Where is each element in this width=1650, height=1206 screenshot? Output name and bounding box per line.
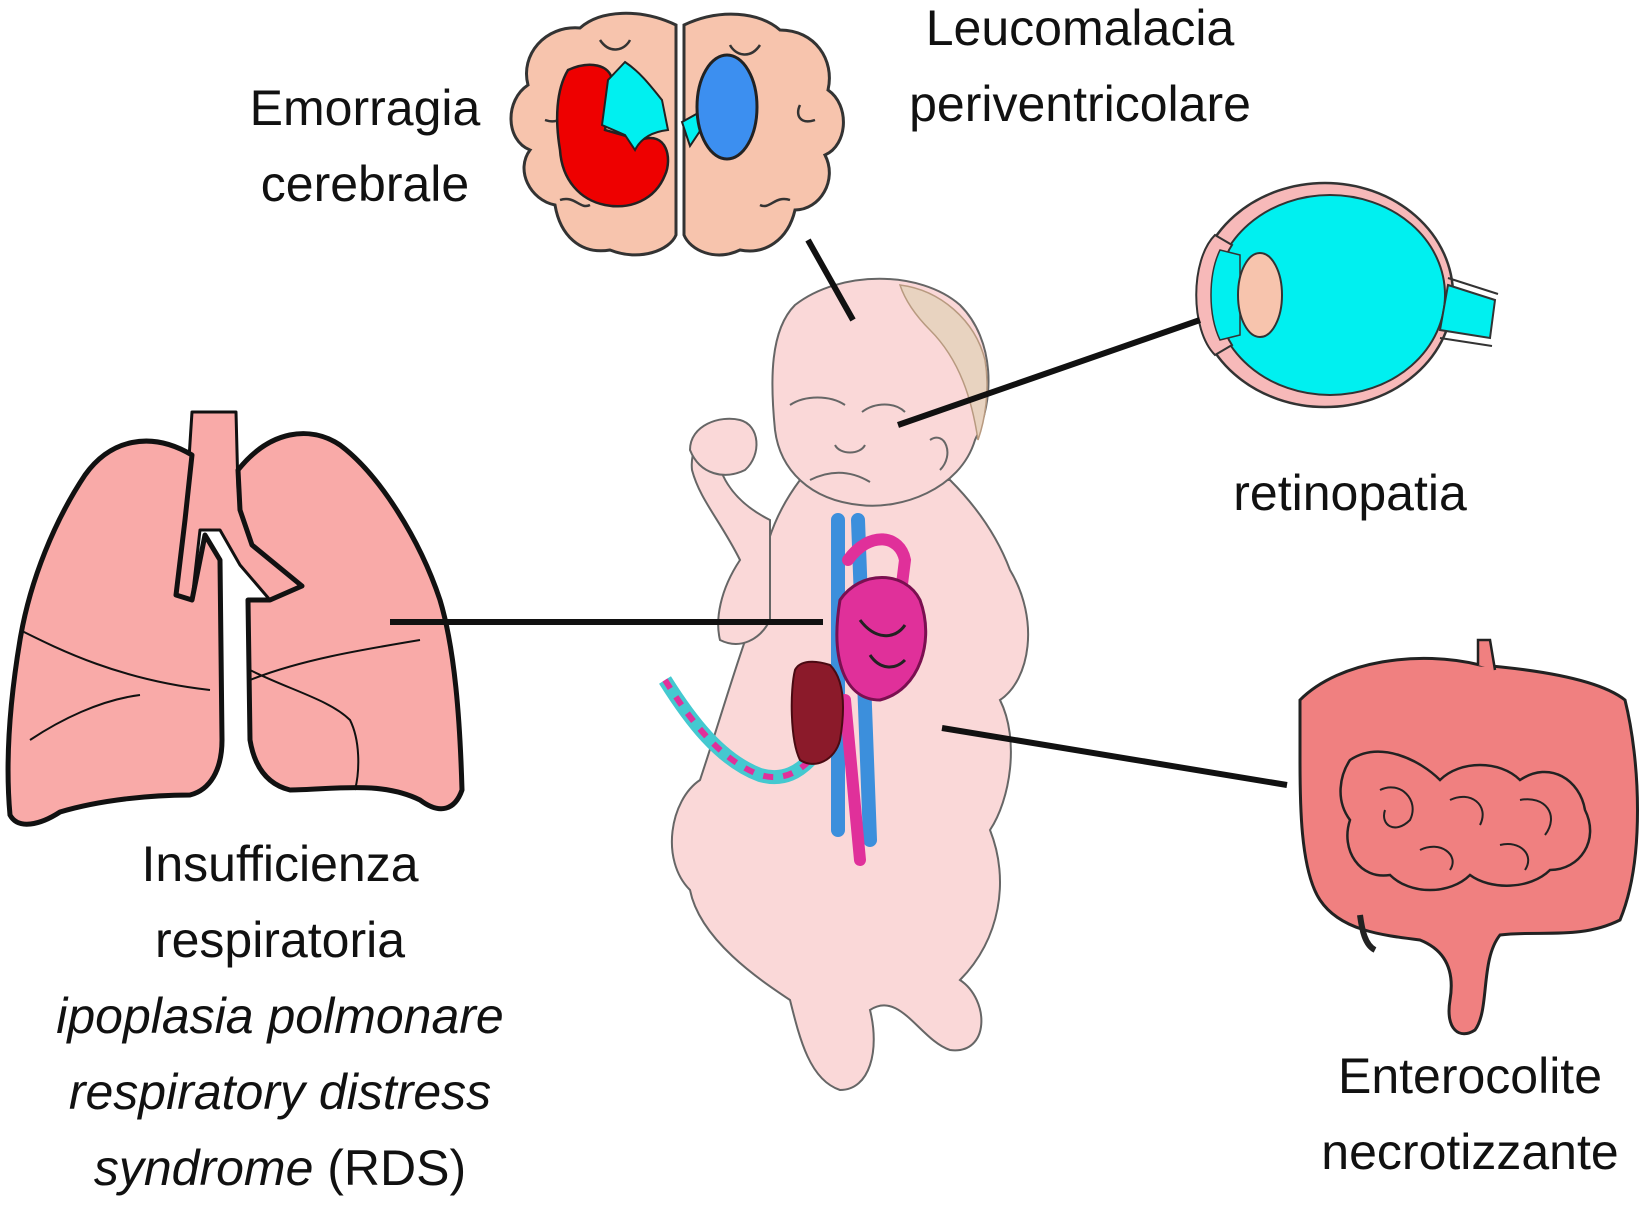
insufficienza-line3: ipoplasia polmonare bbox=[0, 978, 560, 1054]
insufficienza-line2: respiratoria bbox=[0, 902, 560, 978]
emorragia-line1: Emorragia bbox=[220, 70, 510, 146]
periventricular-leukomalacia bbox=[697, 55, 757, 159]
brain-illustration bbox=[511, 13, 843, 255]
label-enterocolite-necrotizzante: Enterocolite necrotizzante bbox=[1295, 1038, 1645, 1190]
optic-nerve bbox=[1440, 285, 1495, 338]
label-insufficienza-respiratoria: Insufficienza respiratoria ipoplasia pol… bbox=[0, 826, 560, 1206]
insufficienza-line5: syndrome (RDS) bbox=[0, 1130, 560, 1206]
lungs-illustration bbox=[8, 412, 462, 824]
enterocolite-line2: necrotizzante bbox=[1295, 1114, 1645, 1190]
anterior-chamber bbox=[1211, 250, 1240, 340]
intestine-illustration bbox=[1300, 640, 1638, 1034]
insufficienza-line1: Insufficienza bbox=[0, 826, 560, 902]
insufficienza-line5-italic: syndrome bbox=[94, 1140, 314, 1196]
lens bbox=[1238, 253, 1282, 337]
emorragia-line2: cerebrale bbox=[220, 146, 510, 222]
label-leucomalacia-periventricolare: Leucomalacia periventricolare bbox=[860, 0, 1300, 142]
liver bbox=[792, 662, 843, 764]
duodenum bbox=[1478, 640, 1495, 670]
enterocolite-line1: Enterocolite bbox=[1295, 1038, 1645, 1114]
retinopatia-line1: retinopatia bbox=[1180, 455, 1520, 531]
leucomalacia-line1: Leucomalacia bbox=[860, 0, 1300, 66]
insufficienza-line4: respiratory distress bbox=[0, 1054, 560, 1130]
leucomalacia-line2: periventricolare bbox=[860, 66, 1300, 142]
label-emorragia-cerebrale: Emorragia cerebrale bbox=[220, 70, 510, 222]
small-intestine-loops bbox=[1341, 752, 1591, 890]
infant-fist bbox=[690, 419, 756, 475]
label-retinopatia: retinopatia bbox=[1180, 455, 1520, 531]
insufficienza-line5-plain: (RDS) bbox=[313, 1140, 466, 1196]
eye-illustration bbox=[1196, 183, 1498, 407]
